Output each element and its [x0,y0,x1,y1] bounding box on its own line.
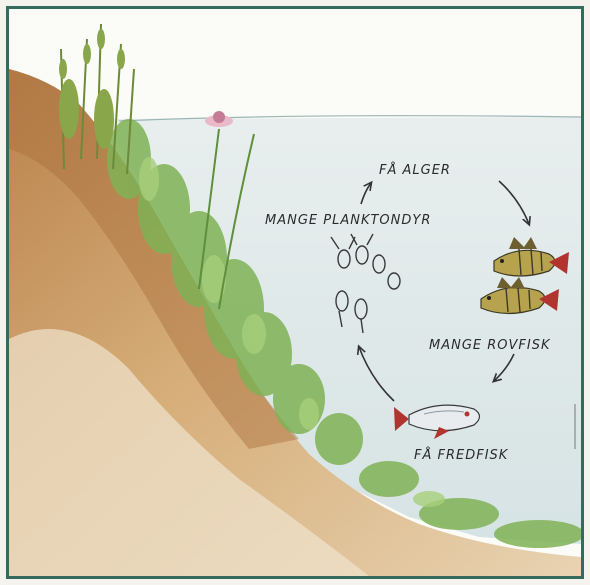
label-few-peaceful-fish: FÅ FREDFISK [414,447,509,463]
diagram-frame: FÅ ALGER MANGE PLANKTONDYR MANGE ROVFISK… [6,6,584,579]
label-few-algae: FÅ ALGER [379,162,451,178]
label-many-zooplankton: MANGE PLANKTONDYR [265,213,431,228]
lake-ecosystem-diagram: FÅ ALGER MANGE PLANKTONDYR MANGE ROVFISK… [9,9,581,576]
label-many-predatory-fish: MANGE ROVFISK [429,338,551,353]
